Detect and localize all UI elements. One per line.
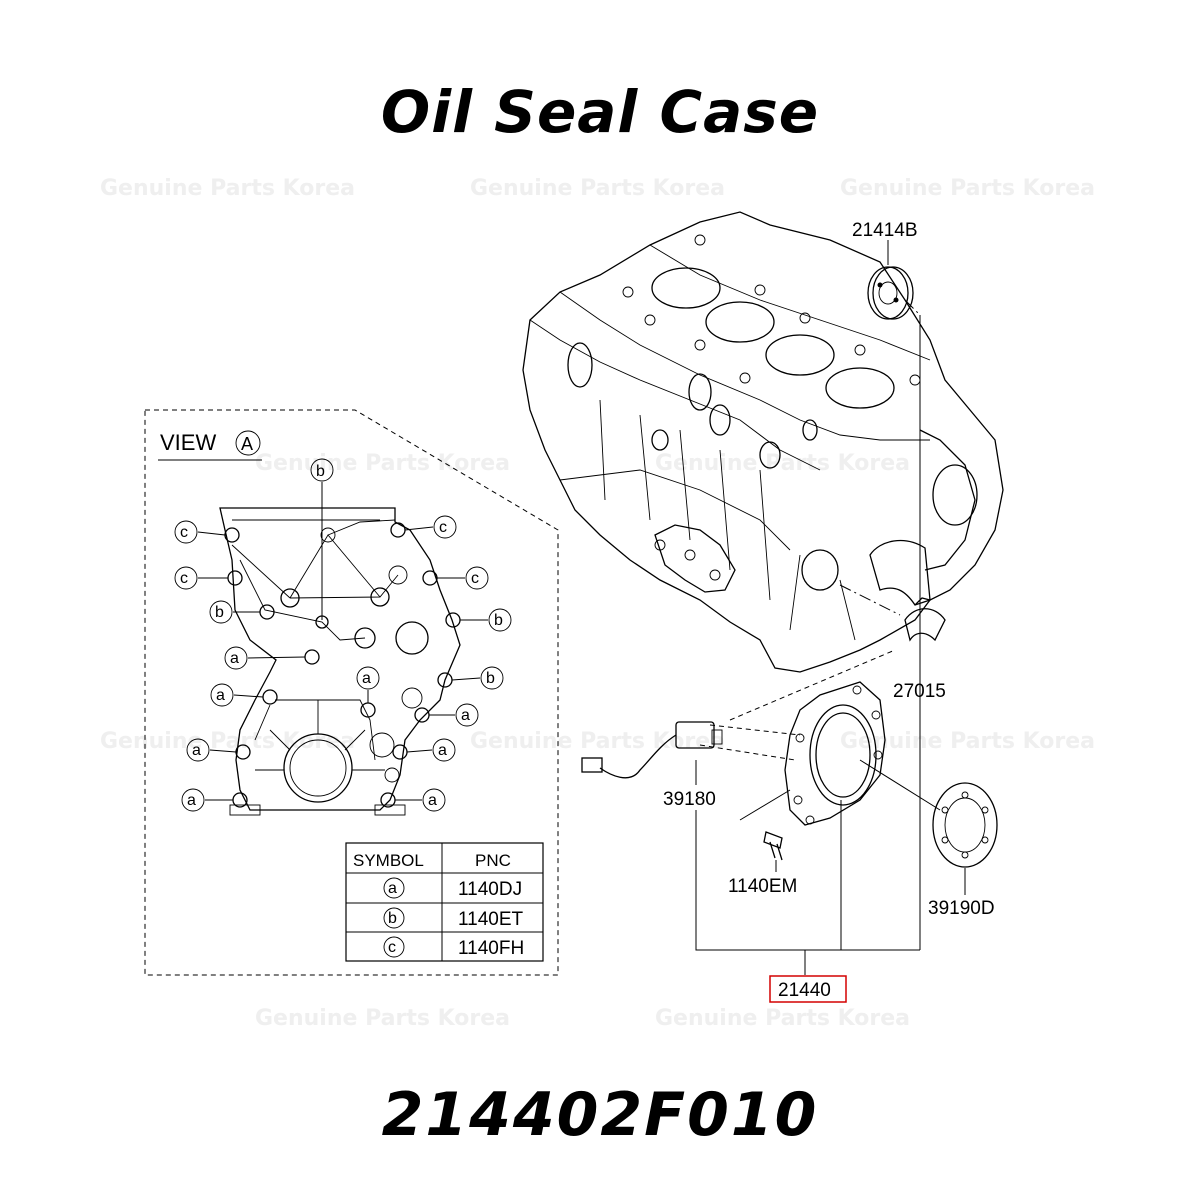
symbol-c: c xyxy=(180,570,188,587)
sensor-39180-illustration xyxy=(581,721,723,779)
symbol-markers: b c c b a a a a a c c b b a a a xyxy=(174,458,512,812)
symbol-b: b xyxy=(494,612,503,629)
tone-wheel-39190D-illustration xyxy=(932,782,998,868)
legend-pnc[interactable]: 1140DJ xyxy=(458,879,522,900)
legend-pnc[interactable]: 1140ET xyxy=(458,909,524,930)
symbol-a: a xyxy=(362,670,371,687)
watermarks: Genuine Parts Korea Genuine Parts Korea … xyxy=(100,176,1095,1031)
watermark: Genuine Parts Korea xyxy=(470,176,725,201)
legend-symbol: a xyxy=(388,880,397,897)
watermark: Genuine Parts Korea xyxy=(255,1006,510,1031)
view-label: VIEW xyxy=(160,430,216,455)
symbol-a: a xyxy=(428,792,437,809)
watermark: Genuine Parts Korea xyxy=(255,451,510,476)
callout-39180[interactable]: 39180 xyxy=(663,789,716,810)
oil-seal-case-illustration xyxy=(784,681,886,826)
legend-symbol: b xyxy=(388,910,397,927)
view-letter: A xyxy=(241,434,253,454)
watermark: Genuine Parts Korea xyxy=(840,176,1095,201)
symbol-a: a xyxy=(461,707,470,724)
symbol-c: c xyxy=(439,519,447,536)
symbol-b: b xyxy=(215,604,224,621)
watermark: Genuine Parts Korea xyxy=(100,729,355,754)
legend-pnc[interactable]: 1140FH xyxy=(458,938,524,959)
callout-1140EM[interactable]: 1140EM xyxy=(728,876,797,897)
diagram-title: Oil Seal Case xyxy=(380,78,820,146)
symbol-a: a xyxy=(192,742,201,759)
symbol-c: c xyxy=(180,524,188,541)
part-number: 214402F010 xyxy=(381,1080,819,1150)
symbol-b: b xyxy=(316,463,325,480)
legend-header-pnc: PNC xyxy=(475,851,511,870)
legend-table: SYMBOL PNC a 1140DJ b 1140ET c 1140FH xyxy=(345,842,544,962)
leader-lines xyxy=(144,240,966,976)
symbol-b: b xyxy=(486,670,495,687)
callout-39190D[interactable]: 39190D xyxy=(928,898,995,919)
watermark: Genuine Parts Korea xyxy=(470,729,725,754)
symbol-c: c xyxy=(471,570,479,587)
highlight-box xyxy=(769,975,847,1003)
view-a-panel: VIEW A xyxy=(158,430,544,962)
legend-symbol: c xyxy=(388,939,396,956)
callout-27015[interactable]: 27015 xyxy=(893,681,946,702)
view-letter-circle xyxy=(235,430,261,456)
symbol-a: a xyxy=(187,792,196,809)
symbol-a: a xyxy=(438,742,447,759)
watermark: Genuine Parts Korea xyxy=(655,451,910,476)
symbol-a: a xyxy=(230,650,239,667)
callout-21414B[interactable]: 21414B xyxy=(852,220,918,241)
watermark: Genuine Parts Korea xyxy=(655,1006,910,1031)
engine-block-illustration xyxy=(522,211,1004,673)
bolt-1140EM-illustration xyxy=(763,831,783,861)
plug-21414B-illustration xyxy=(867,266,914,320)
legend-header-symbol: SYMBOL xyxy=(353,851,424,870)
callout-21440[interactable]: 21440 xyxy=(778,980,831,1001)
watermark: Genuine Parts Korea xyxy=(840,729,1095,754)
symbol-a: a xyxy=(216,687,225,704)
watermark: Genuine Parts Korea xyxy=(100,176,355,201)
